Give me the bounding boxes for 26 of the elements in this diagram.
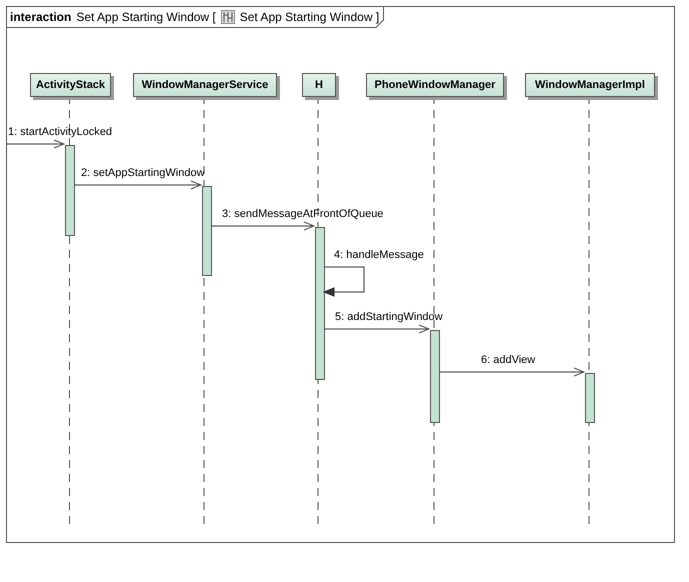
interaction-frame xyxy=(6,6,675,543)
frame-title: Set App Starting Window [ xyxy=(76,10,216,24)
message-arrow xyxy=(74,180,202,190)
activation-bar xyxy=(65,145,75,236)
message-label: 6: addView xyxy=(481,354,536,367)
message-arrow xyxy=(324,266,364,296)
frame-title: Set App Starting Window ] xyxy=(240,10,380,24)
frame-keyword: interaction xyxy=(10,10,72,24)
activation-bar xyxy=(430,330,440,423)
message-arrow xyxy=(210,222,314,230)
message-arrow xyxy=(6,140,64,148)
message-label: 5: addStartingWindow xyxy=(335,311,443,324)
activation-bar xyxy=(585,373,595,423)
message-label: 1: startActivityLocked xyxy=(8,126,112,139)
lifeline-head: ActivityStack xyxy=(30,73,111,97)
lifeline-head: H xyxy=(302,73,336,97)
message-label: 3: sendMessageAtFrontOfQueue xyxy=(222,208,384,221)
lifeline-head: WindowManagerService xyxy=(133,73,277,97)
lifeline-head: PhoneWindowManager xyxy=(366,73,504,97)
message-label: 2: setAppStartingWindow xyxy=(81,167,205,180)
activation-bar xyxy=(202,186,212,276)
message-label: 4: handleMessage xyxy=(334,249,424,262)
message-arrow xyxy=(438,368,584,376)
lifeline-head: WindowManagerImpl xyxy=(525,73,655,97)
message-arrow xyxy=(324,324,430,334)
activation-bar xyxy=(315,227,325,380)
